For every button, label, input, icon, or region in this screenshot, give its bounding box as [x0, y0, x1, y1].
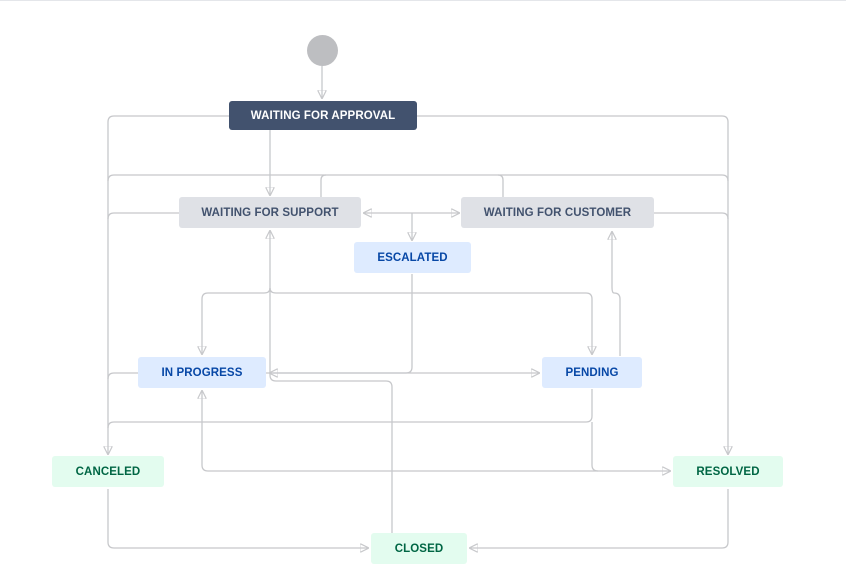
- transition-canceled-to-closed: [107, 489, 368, 548]
- status-waiting-for-approval[interactable]: WAITING FOR APPROVAL: [229, 101, 417, 130]
- transition-customer-link-up-right: [497, 174, 504, 197]
- status-pending[interactable]: PENDING: [542, 357, 642, 388]
- status-resolved[interactable]: RESOLVED: [673, 456, 783, 487]
- transition-approval-to-canceled: [108, 115, 229, 454]
- status-escalated[interactable]: ESCALATED: [354, 242, 471, 273]
- transition-customer-link-up: [320, 174, 327, 197]
- transition-pending-to-canceled: [107, 389, 593, 429]
- transition-inprogress-to-canceled: [107, 372, 139, 380]
- transition-closed-to-support: [270, 231, 393, 533]
- transition-pending-to-customer: [612, 232, 621, 356]
- status-canceled[interactable]: CANCELED: [52, 456, 164, 487]
- transition-support-to-inprogress: [202, 287, 271, 354]
- transition-escalated-to-inprogress: [270, 274, 413, 373]
- status-waiting-for-support[interactable]: WAITING FOR SUPPORT: [179, 197, 361, 228]
- transition-support-to-pending: [269, 287, 592, 354]
- transition-pending-to-resolved: [591, 422, 599, 472]
- status-waiting-for-customer[interactable]: WAITING FOR CUSTOMER: [461, 197, 654, 228]
- status-closed[interactable]: CLOSED: [371, 533, 467, 564]
- transition-customer-to-resolved: [654, 212, 729, 220]
- transition-support-to-canceled: [107, 212, 179, 220]
- transition-inprogress-to-resolved: [202, 391, 670, 471]
- transition-approval-to-resolved: [417, 115, 728, 454]
- start-node[interactable]: [307, 35, 338, 66]
- transition-top-loop: [107, 174, 729, 182]
- status-in-progress[interactable]: IN PROGRESS: [138, 357, 266, 388]
- transition-resolved-to-closed: [470, 489, 729, 548]
